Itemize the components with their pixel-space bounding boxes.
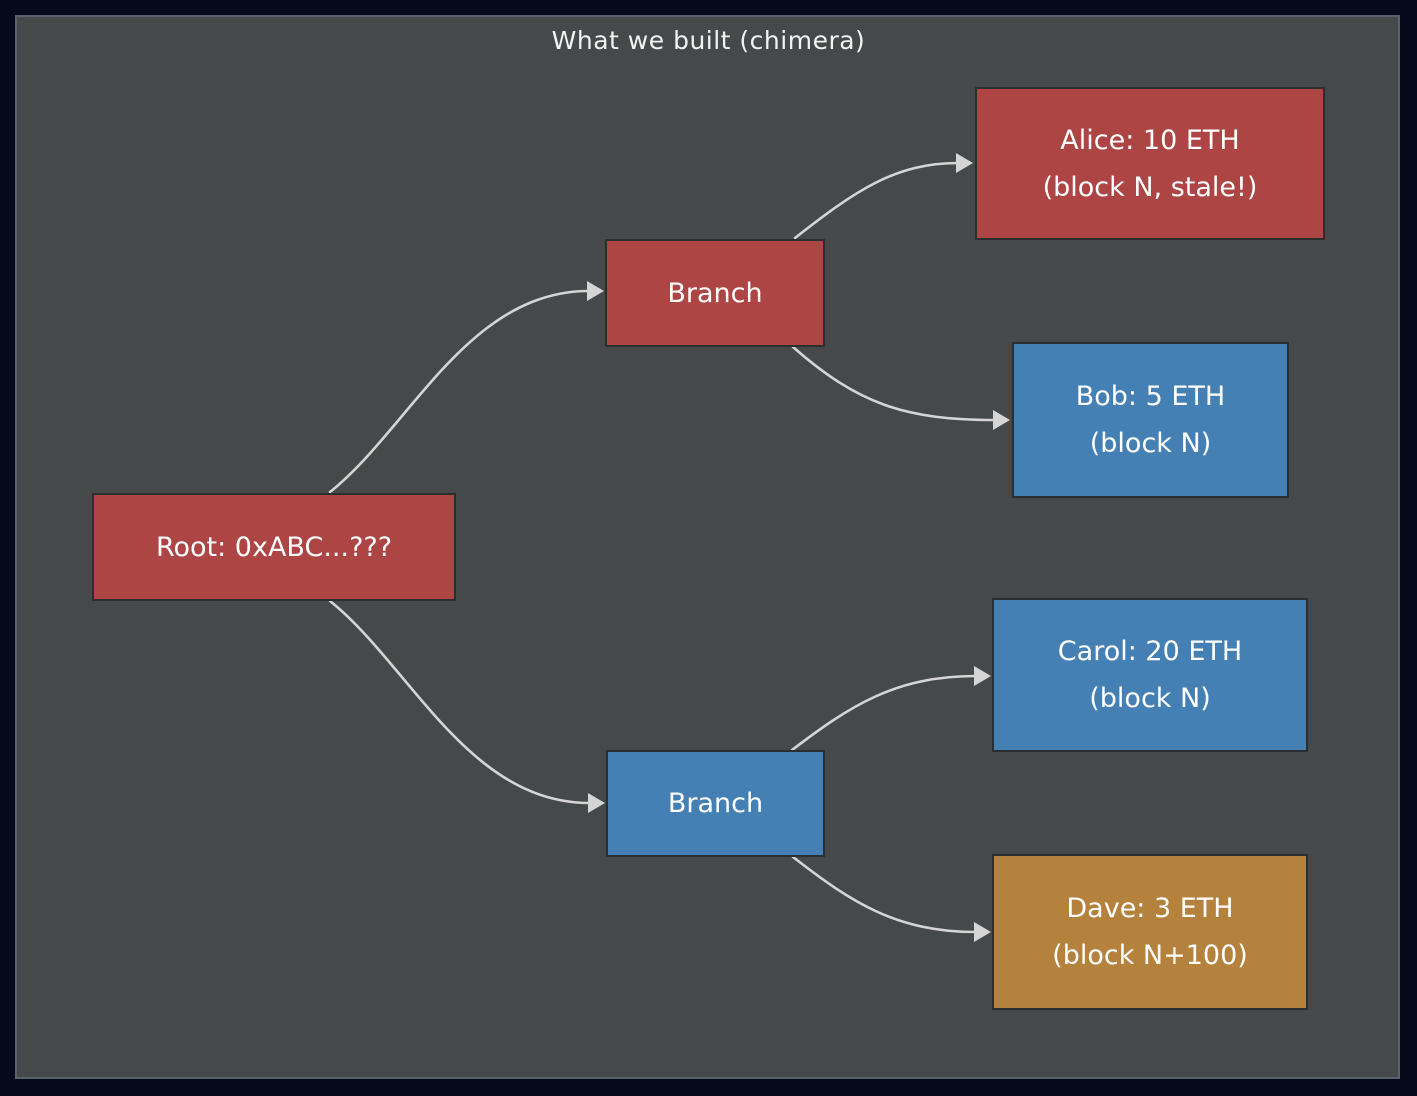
node-dave-line2: (block N+100) (1052, 940, 1248, 971)
node-branch-bottom: Branch (606, 750, 825, 857)
node-bob-line1: Bob: 5 ETH (1075, 381, 1226, 412)
node-alice-line1: Alice: 10 ETH (1060, 124, 1240, 156)
node-alice-line2: (block N, stale!) (1042, 171, 1258, 203)
node-dave-line1: Dave: 3 ETH (1066, 893, 1234, 924)
node-root-label: Root: 0xABC...??? (155, 531, 393, 563)
node-branch-top: Branch (605, 239, 825, 347)
node-branch-bottom-label: Branch (667, 788, 764, 819)
diagram-title: What we built (chimera) (551, 26, 866, 55)
node-dave: Dave: 3 ETH (block N+100) (992, 854, 1308, 1010)
node-root: Root: 0xABC...??? (92, 493, 456, 601)
node-bob: Bob: 5 ETH (block N) (1012, 342, 1289, 498)
node-alice: Alice: 10 ETH (block N, stale!) (975, 87, 1325, 240)
node-carol-line1: Carol: 20 ETH (1057, 636, 1243, 667)
node-bob-line2: (block N) (1089, 428, 1212, 459)
node-carol-line2: (block N) (1089, 683, 1211, 714)
node-branch-top-label: Branch (667, 277, 763, 309)
node-carol: Carol: 20 ETH (block N) (992, 598, 1308, 752)
